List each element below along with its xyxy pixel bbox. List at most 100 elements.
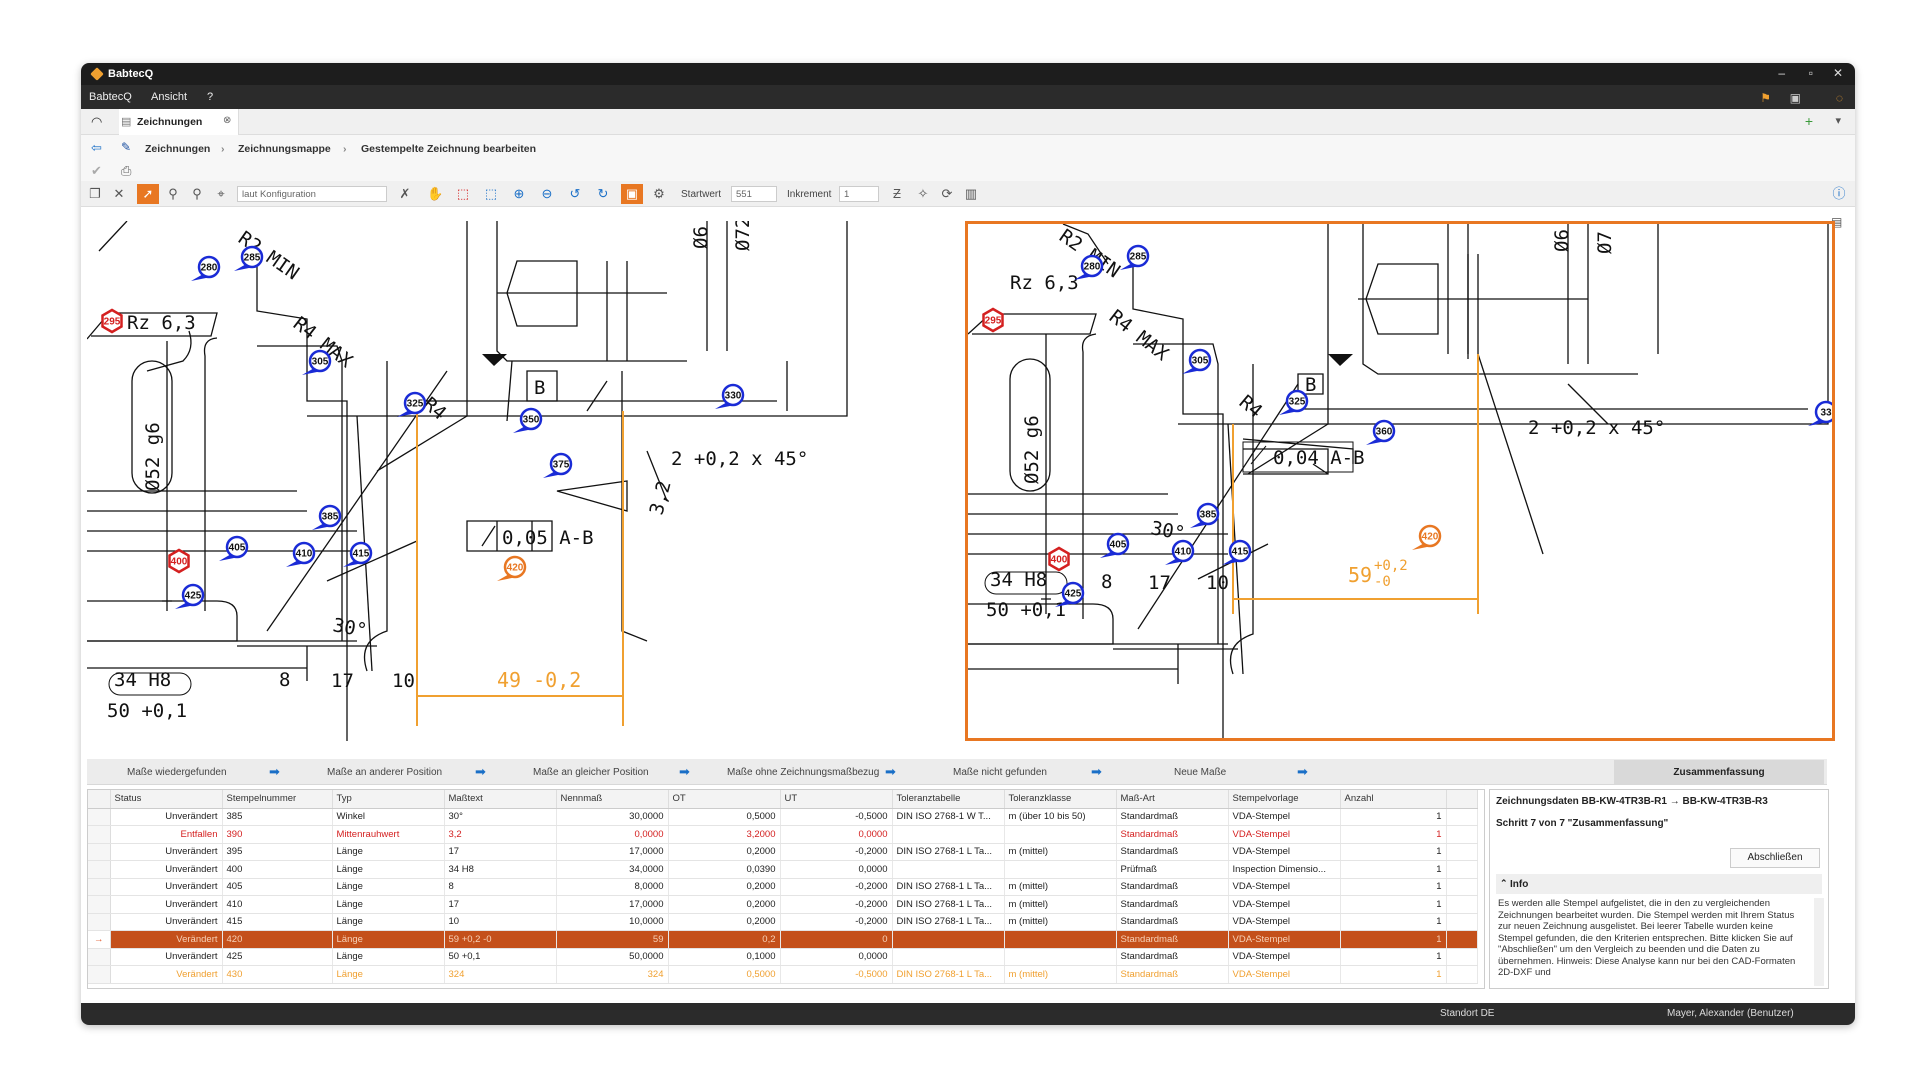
- column-header[interactable]: Stempelvorlage: [1228, 790, 1341, 809]
- panel-icon[interactable]: ▤: [1831, 215, 1843, 229]
- menu-babtecq[interactable]: BabtecQ: [89, 91, 132, 103]
- stamp-375[interactable]: 375: [543, 452, 573, 478]
- column-header[interactable]: Typ: [332, 790, 445, 809]
- clear-stamp-icon[interactable]: ✗: [399, 186, 411, 201]
- puzzle-icon[interactable]: ▣: [1789, 91, 1801, 105]
- stamp-415[interactable]: 415: [343, 541, 373, 567]
- column-header[interactable]: Maß-Art: [1116, 790, 1229, 809]
- step-neue-masse[interactable]: Neue Maße: [1174, 767, 1227, 778]
- stamp-280[interactable]: 280: [191, 255, 221, 281]
- select-cursor-icon[interactable]: ➚: [137, 184, 159, 204]
- settings-gear-icon[interactable]: ⚙: [653, 186, 665, 201]
- print-icon[interactable]: ⎙: [121, 163, 132, 178]
- stamp-325[interactable]: 325: [1279, 389, 1309, 415]
- inkrement-input[interactable]: 1: [839, 186, 879, 202]
- stamp-420[interactable]: 420: [497, 555, 527, 581]
- stamp-295[interactable]: 295: [101, 308, 123, 334]
- tab-close-icon[interactable]: ⊗: [223, 115, 232, 126]
- column-header[interactable]: OT: [668, 790, 781, 809]
- step-ohne-bezug[interactable]: Maße ohne Zeichnungsmaßbezug: [727, 767, 880, 778]
- check-icon[interactable]: ✔: [91, 163, 102, 178]
- stamp-360[interactable]: 360: [1366, 419, 1396, 445]
- step-gleiche-position[interactable]: Maße an gleicher Position: [533, 767, 649, 778]
- tab-zeichnungen[interactable]: ▤ Zeichnungen ⊗: [119, 109, 239, 135]
- step-nicht-gefunden[interactable]: Maße nicht gefunden: [953, 767, 1047, 778]
- breadcrumb-zeichnungen[interactable]: Zeichnungen: [145, 143, 211, 155]
- column-header[interactable]: Nennmaß: [556, 790, 669, 809]
- stamp-305[interactable]: 305: [1182, 348, 1212, 374]
- info-icon[interactable]: ⓘ: [1832, 186, 1846, 201]
- compare-view-icon[interactable]: ▣: [621, 184, 643, 204]
- reset-icon[interactable]: ⟳: [941, 186, 953, 201]
- startwert-input[interactable]: 551: [731, 186, 777, 202]
- zoom-out-icon[interactable]: ⊖: [541, 186, 553, 201]
- step-wiedergefunden[interactable]: Maße wiedergefunden: [127, 767, 227, 778]
- column-header[interactable]: Maßtext: [444, 790, 557, 809]
- restore-button[interactable]: ▫: [1808, 66, 1813, 80]
- zoom-in-icon[interactable]: ⊕: [513, 186, 525, 201]
- drawing-original[interactable]: R2 MIN Rz 6,3 R4 MAX Ø52 g6 R4 B 0,05 A-…: [87, 221, 965, 741]
- tab-dropdown-button[interactable]: ▾: [1835, 115, 1841, 127]
- magic-wand-icon[interactable]: ✧: [917, 186, 929, 201]
- column-header[interactable]: Stempelnummer: [222, 790, 333, 809]
- column-header[interactable]: UT: [780, 790, 893, 809]
- stamp-325[interactable]: 325: [397, 391, 427, 417]
- stamp-33[interactable]: 33: [1808, 400, 1832, 426]
- stamp-icon[interactable]: ⚲: [192, 186, 202, 201]
- minimize-button[interactable]: –: [1778, 66, 1785, 80]
- column-header[interactable]: Anzahl: [1340, 790, 1447, 809]
- info-section-header[interactable]: ⌃ Info: [1496, 874, 1822, 894]
- stamp-295[interactable]: 295: [982, 307, 1004, 333]
- stamp-400[interactable]: 400: [168, 548, 190, 574]
- refresh-icon[interactable]: ◌: [1835, 91, 1843, 105]
- stamp-405[interactable]: 405: [1100, 532, 1130, 558]
- step-andere-position[interactable]: Maße an anderer Position: [327, 767, 443, 778]
- column-header[interactable]: Status: [110, 790, 223, 809]
- zoom-area-icon[interactable]: ⬚: [456, 186, 470, 201]
- breadcrumb-zeichnungsmappe[interactable]: Zeichnungsmappe: [238, 143, 331, 155]
- dashboard-icon[interactable]: ◠: [91, 114, 103, 129]
- menu-ansicht[interactable]: Ansicht: [151, 91, 188, 103]
- stamp-400[interactable]: 400: [1048, 546, 1070, 572]
- finish-button[interactable]: Abschließen: [1730, 848, 1820, 868]
- stamp-285[interactable]: 285: [1120, 244, 1150, 270]
- pin-icon[interactable]: ⚲: [168, 186, 178, 201]
- stamp-385[interactable]: 385: [1190, 502, 1220, 528]
- stamp-330[interactable]: 330: [715, 383, 745, 409]
- users-icon[interactable]: ⚑: [1760, 91, 1771, 105]
- stamp-425[interactable]: 425: [175, 583, 205, 609]
- drawing-revision[interactable]: R2 MIN Rz 6,3 R4 MAX Ø52 g6 R4 B 0,04 A-…: [965, 221, 1835, 741]
- tag-icon[interactable]: ⌖: [217, 186, 225, 201]
- column-header[interactable]: Toleranzklasse: [1004, 790, 1117, 809]
- stamp-415[interactable]: 415: [1222, 539, 1252, 565]
- pan-hand-icon[interactable]: ✋: [427, 186, 444, 201]
- sort-z-icon[interactable]: Ƶ: [893, 186, 901, 201]
- stamp-350[interactable]: 350: [513, 407, 543, 433]
- table-icon[interactable]: ▥: [964, 186, 978, 201]
- stamp-410[interactable]: 410: [286, 541, 316, 567]
- close-button[interactable]: ✕: [1832, 66, 1843, 80]
- info-scrollbar[interactable]: [1814, 898, 1824, 986]
- add-tab-button[interactable]: +: [1804, 113, 1813, 129]
- back-arrow-icon[interactable]: ⇦: [91, 140, 102, 155]
- stamp-405[interactable]: 405: [219, 535, 249, 561]
- stamp-280[interactable]: 280: [1074, 254, 1104, 280]
- config-select[interactable]: laut Konfiguration: [237, 186, 387, 202]
- column-header[interactable]: Toleranztabelle: [892, 790, 1005, 809]
- zoom-fit-icon[interactable]: ⬚: [484, 186, 498, 201]
- rotate-right-icon[interactable]: ↻: [597, 186, 609, 201]
- copy-icon[interactable]: ❐: [89, 186, 101, 201]
- stamp-385[interactable]: 385: [312, 504, 342, 530]
- stamp-425[interactable]: 425: [1055, 581, 1085, 607]
- step-zusammenfassung[interactable]: Zusammenfassung: [1614, 760, 1824, 784]
- delete-icon[interactable]: ✕: [113, 186, 125, 201]
